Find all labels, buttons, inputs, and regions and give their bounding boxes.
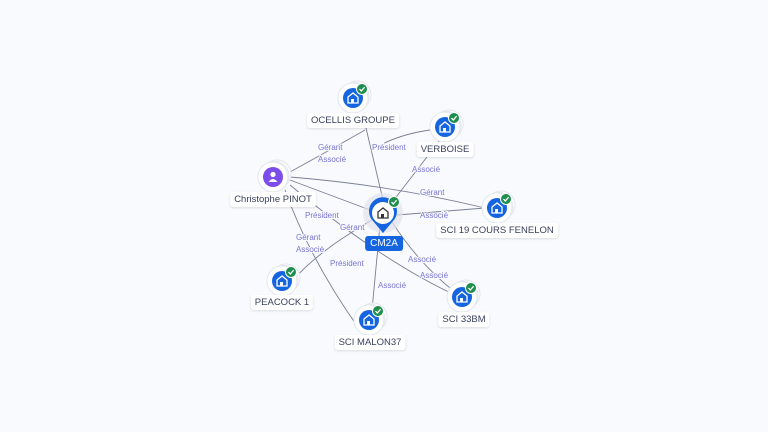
node-ocellis-groupe[interactable]	[338, 81, 371, 113]
building-icon	[377, 207, 389, 219]
edge-label: Associé	[296, 245, 325, 254]
node-sci-33bm[interactable]	[447, 280, 480, 312]
edge-cm2a-33bm	[391, 221, 456, 293]
node-label: PEACOCK 1	[250, 295, 314, 310]
edge-label: Associé	[408, 255, 437, 264]
node-label: SCI 19 COURS FENELON	[436, 223, 558, 238]
node-christophe-pinot[interactable]	[257, 159, 292, 193]
edge-label: Associé	[420, 211, 449, 220]
node-peacock-1[interactable]	[267, 264, 300, 296]
node-sci-19-cours-fenelon[interactable]	[482, 191, 515, 223]
edge-label: Gérant	[318, 143, 343, 152]
verified-check-icon	[387, 195, 401, 209]
edge-pinot-ocellis	[289, 129, 366, 173]
node-label: VERBOISE	[416, 142, 474, 157]
center-node-label: CM2A	[365, 236, 403, 251]
edge-label: Gérant	[340, 223, 365, 232]
edge-label: Président	[372, 143, 407, 152]
edge-label: Gérant	[420, 188, 445, 197]
edge-cm2a-peacock	[294, 219, 373, 279]
node-sci-malon37[interactable]	[354, 303, 387, 335]
edge-label: Associé	[412, 165, 441, 174]
edge-label: Associé	[318, 155, 347, 164]
edge-label: Gérant	[296, 233, 321, 242]
edge-pinot-cm2a	[289, 179, 371, 211]
edge-verboise-ocellis	[371, 129, 431, 151]
node-label: SCI 33BM	[438, 312, 490, 327]
edge-labels: Gérant Associé Président Associé Gérant …	[295, 142, 450, 291]
node-verboise[interactable]	[430, 110, 463, 142]
edge-label: Associé	[378, 281, 407, 290]
node-label: SCI MALON37	[334, 335, 406, 350]
edge-label: Président	[305, 211, 340, 220]
node-cm2a[interactable]	[363, 193, 403, 233]
person-icon	[268, 171, 278, 182]
node-label: OCELLIS GROUPE	[307, 113, 399, 128]
edge-pinot-fenelon	[289, 176, 486, 209]
node-label: Christophe PINOT	[230, 192, 316, 207]
edge-label: Associé	[420, 271, 449, 280]
edge-label: Président	[330, 259, 365, 268]
edge-cm2a-fenelon	[396, 207, 486, 216]
edge-cm2a-ocellis	[365, 127, 384, 201]
